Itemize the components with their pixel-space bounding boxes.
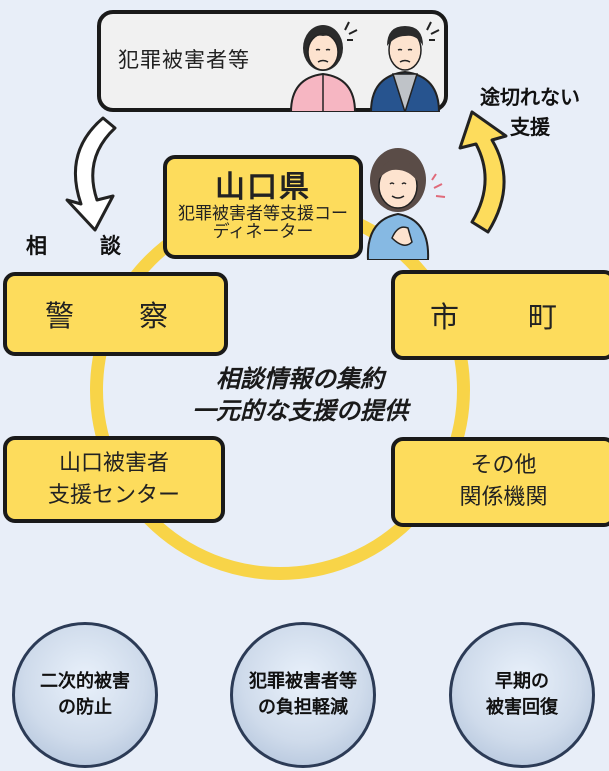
center-text-line2: 一元的な支援の提供 (192, 397, 408, 426)
victim-woman-illustration (289, 21, 358, 112)
support-label: 途切れない 支援 (480, 82, 580, 142)
goal-2-line2: の負担軽減 (258, 697, 348, 718)
goal-2-line1: 犯罪被害者等 (249, 670, 357, 692)
prefecture-role: 犯罪被害者等支援コーディネーター (178, 203, 348, 242)
goal-3-line2: 被害回復 (486, 697, 558, 718)
coordinator-illustration (366, 148, 446, 260)
center-text: 相談情報の集約 一元的な支援の提供 (150, 363, 450, 428)
police-label: 警 察 (44, 299, 186, 333)
center-text-line1: 相談情報の集約 (216, 365, 384, 393)
goal-1-line2: の防止 (58, 697, 112, 718)
other-orgs-line1: その他 (470, 453, 537, 479)
support-label-line2: 支援 (510, 115, 550, 139)
support-center-box: 山口被害者 支援センター (3, 436, 225, 523)
city-label: 市 町 (429, 300, 577, 334)
victim-man-illustration (369, 21, 441, 112)
other-orgs-box: その他 関係機関 (391, 437, 609, 527)
support-center-line1: 山口被害者 (58, 450, 169, 476)
goal-secondary-damage-prevention: 二次的被害 の防止 (12, 622, 158, 768)
police-box: 警 察 (3, 272, 228, 356)
victims-box (97, 10, 448, 112)
support-center-line2: 支援センター (47, 482, 180, 508)
goal-burden-reduction: 犯罪被害者等 の負担軽減 (230, 622, 376, 768)
prefecture-box: 山口県 犯罪被害者等支援コーディネーター (163, 155, 363, 259)
consult-arrow (65, 116, 117, 232)
goal-early-recovery: 早期の 被害回復 (449, 622, 595, 768)
support-arrow (458, 110, 508, 234)
goal-1-line1: 二次的被害 (40, 670, 130, 692)
city-box: 市 町 (391, 270, 609, 360)
victims-label: 犯罪被害者等 (118, 48, 250, 72)
consult-label: 相 談 (26, 234, 137, 258)
goal-3-line1: 早期の (495, 670, 549, 692)
prefecture-title: 山口県 (215, 170, 311, 206)
other-orgs-line2: 関係機関 (459, 485, 548, 510)
support-label-line1: 途切れない (480, 85, 580, 109)
